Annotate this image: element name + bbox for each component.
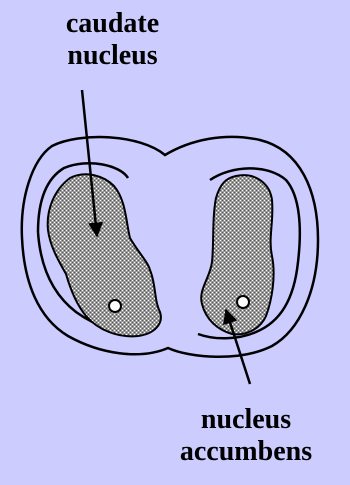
right-accumbens-dot bbox=[237, 296, 249, 308]
right-caudate-region bbox=[201, 175, 273, 334]
left-accumbens-dot bbox=[109, 300, 121, 312]
left-caudate-region bbox=[48, 174, 161, 336]
